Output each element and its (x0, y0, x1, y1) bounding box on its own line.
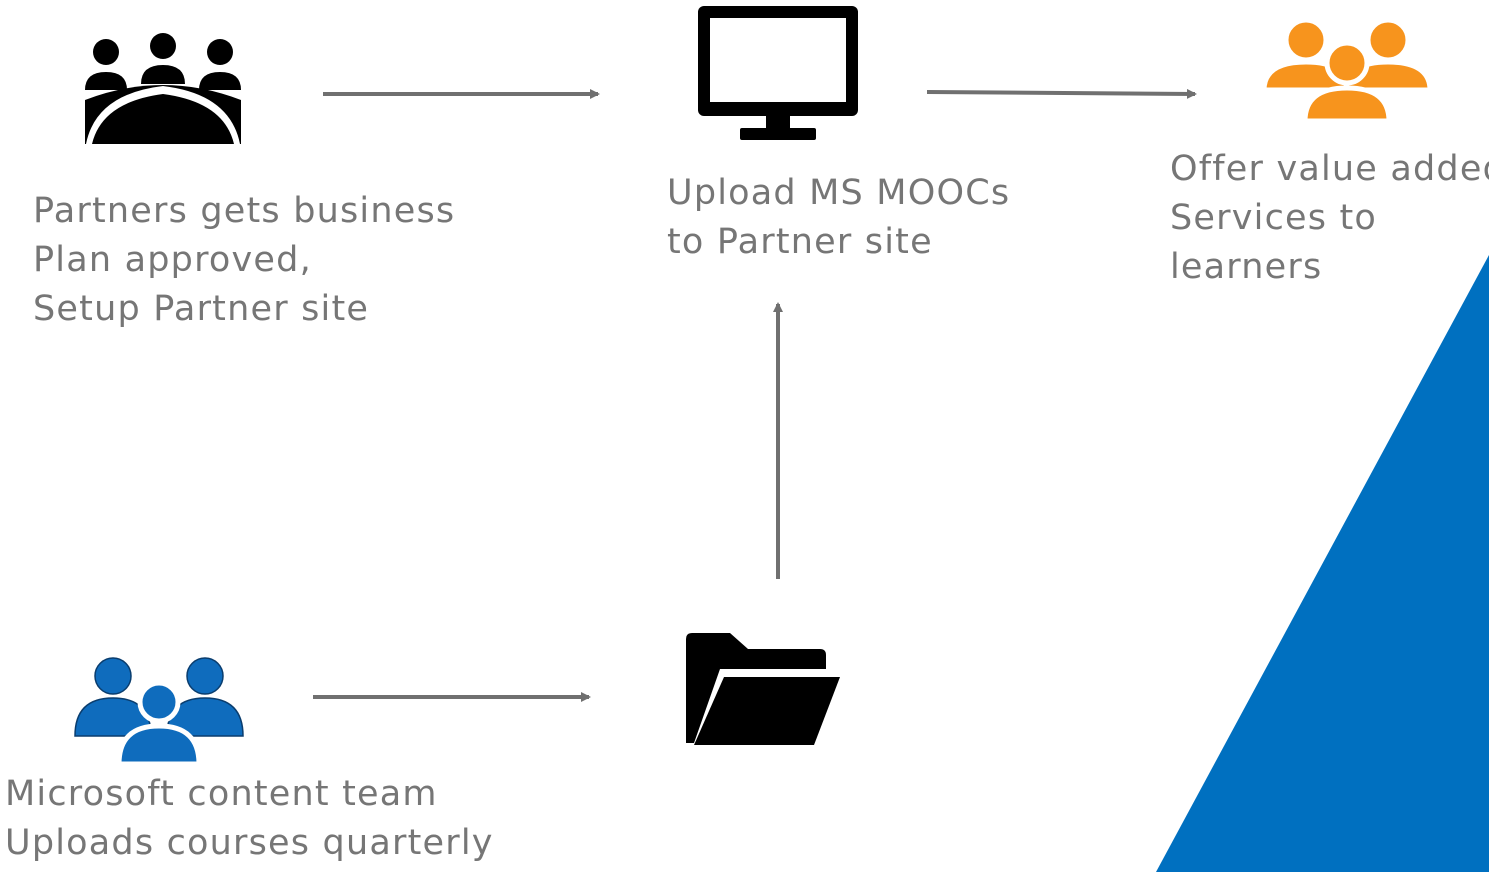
people-group-icon-blue (73, 654, 245, 766)
content-team-caption-line-1: Microsoft content team (5, 774, 438, 814)
meeting-table-icon (82, 32, 244, 146)
services-caption-line-3: learners (1170, 247, 1323, 287)
content-team-caption-line-2: Uploads courses quarterly (5, 823, 494, 863)
services-caption-line-1: Offer value added (1170, 149, 1489, 189)
accent-triangle-shape (1156, 255, 1489, 872)
partners-caption-line-2: Plan approved, (33, 240, 312, 280)
content-team-caption: Microsoft content team Uploads courses q… (5, 770, 494, 868)
services-caption-line-2: Services to (1170, 198, 1378, 238)
open-folder-icon (686, 633, 842, 747)
arrow-upload-to-services (926, 88, 1197, 99)
upload-caption: Upload MS MOOCs to Partner site (667, 169, 1010, 267)
partners-caption-line-3: Setup Partner site (33, 289, 370, 329)
monitor-icon (698, 6, 858, 142)
partners-caption-line-1: Partners gets business (33, 191, 456, 231)
upload-caption-line-1: Upload MS MOOCs (667, 173, 1011, 213)
partners-caption: Partners gets business Plan approved, Se… (33, 187, 455, 334)
upload-caption-line-2: to Partner site (667, 222, 933, 262)
services-caption: Offer value added Services to learners (1170, 145, 1489, 292)
people-group-icon-orange (1262, 18, 1432, 122)
